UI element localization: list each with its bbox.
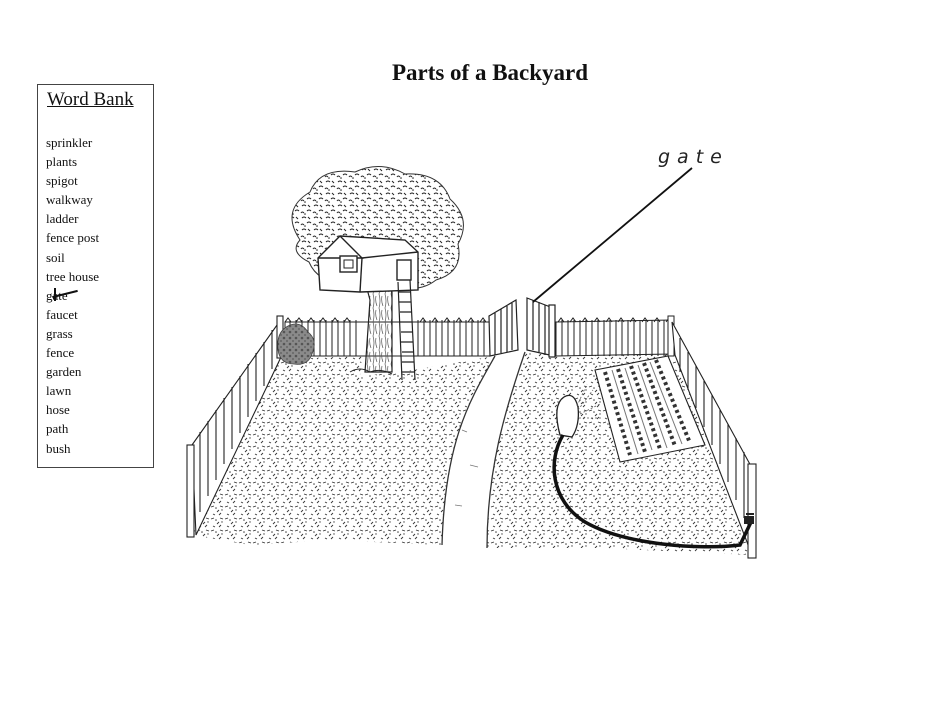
- garden: [594, 355, 706, 463]
- word-bank: Word Bank sprinkler plants spigot walkwa…: [37, 84, 154, 468]
- hose: [552, 434, 754, 549]
- word-bank-item-crossed[interactable]: gate: [46, 286, 153, 305]
- word-bank-item[interactable]: fence post: [46, 230, 100, 246]
- word-bank-item[interactable]: walkway: [46, 192, 93, 208]
- ladder: [397, 279, 416, 381]
- gate: [488, 297, 556, 358]
- word-bank-item[interactable]: tree house: [46, 268, 100, 284]
- sprinkler: [556, 383, 601, 438]
- word-bank-item[interactable]: soil: [46, 249, 65, 265]
- word-bank-item[interactable]: ladder: [46, 211, 79, 227]
- left-lawn: [192, 356, 495, 545]
- word-bank-item[interactable]: lawn: [46, 383, 72, 399]
- word-bank-list: sprinkler plants spigot walkway ladder f…: [46, 133, 153, 458]
- word-bank-item[interactable]: sprinkler: [46, 135, 93, 150]
- word-bank-item[interactable]: bush: [46, 440, 71, 456]
- word-bank-item[interactable]: plants: [46, 154, 78, 170]
- word-bank-item[interactable]: path: [46, 421, 69, 437]
- bush: [277, 323, 315, 365]
- word-bank-item[interactable]: garden: [46, 364, 82, 380]
- fence-right-side: [671, 321, 757, 559]
- word-bank-item[interactable]: hose: [46, 402, 70, 418]
- spigot: [744, 513, 754, 524]
- word-bank-item[interactable]: spigot: [46, 173, 78, 189]
- gate-label: gate: [658, 146, 729, 168]
- fence-back-right: [555, 315, 675, 357]
- gate-label-annotation: gate: [532, 146, 729, 303]
- word-bank-item[interactable]: faucet: [46, 306, 78, 322]
- word-bank-item[interactable]: fence: [46, 345, 75, 361]
- word-bank-heading: Word Bank: [47, 89, 134, 110]
- word-bank-item[interactable]: grass: [46, 325, 73, 341]
- tree-house: [317, 235, 419, 293]
- worksheet-title: Parts of a Backyard: [391, 60, 589, 85]
